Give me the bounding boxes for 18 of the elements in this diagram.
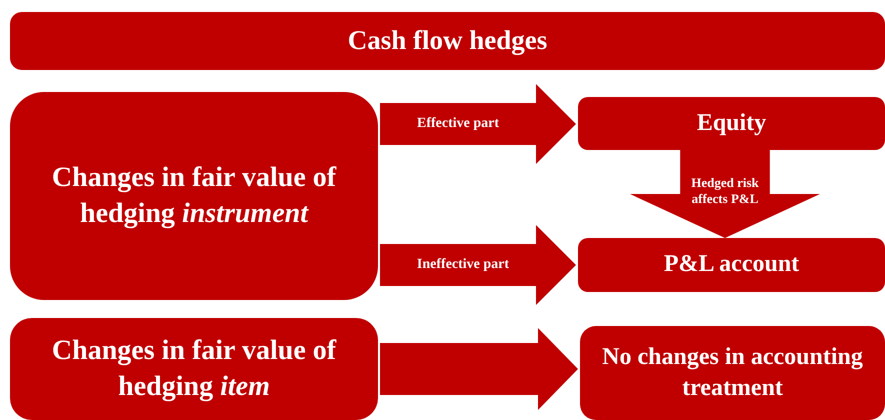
process-box [10, 92, 378, 300]
edge-label: Ineffective part [416, 256, 510, 274]
block-arrow [380, 84, 576, 164]
process-box [10, 318, 378, 420]
box-text: Changes in fair value of hedging instrument [50, 160, 338, 231]
process-box [578, 97, 885, 150]
edge-label: Hedged risk affects P&L [690, 174, 760, 208]
box-text: P&L account [664, 250, 800, 280]
box-text: Equity [696, 108, 766, 138]
block-arrow [380, 225, 576, 305]
process-box [580, 326, 885, 420]
box-text: No changes in accounting treatment [601, 342, 864, 403]
box-text: Changes in fair value of hedging item [50, 334, 338, 404]
block-arrow [380, 328, 578, 410]
process-box [578, 238, 885, 292]
edge-label: Effective part [416, 115, 500, 134]
process-box [10, 12, 885, 70]
box-text: Cash flow hedges [348, 24, 548, 58]
